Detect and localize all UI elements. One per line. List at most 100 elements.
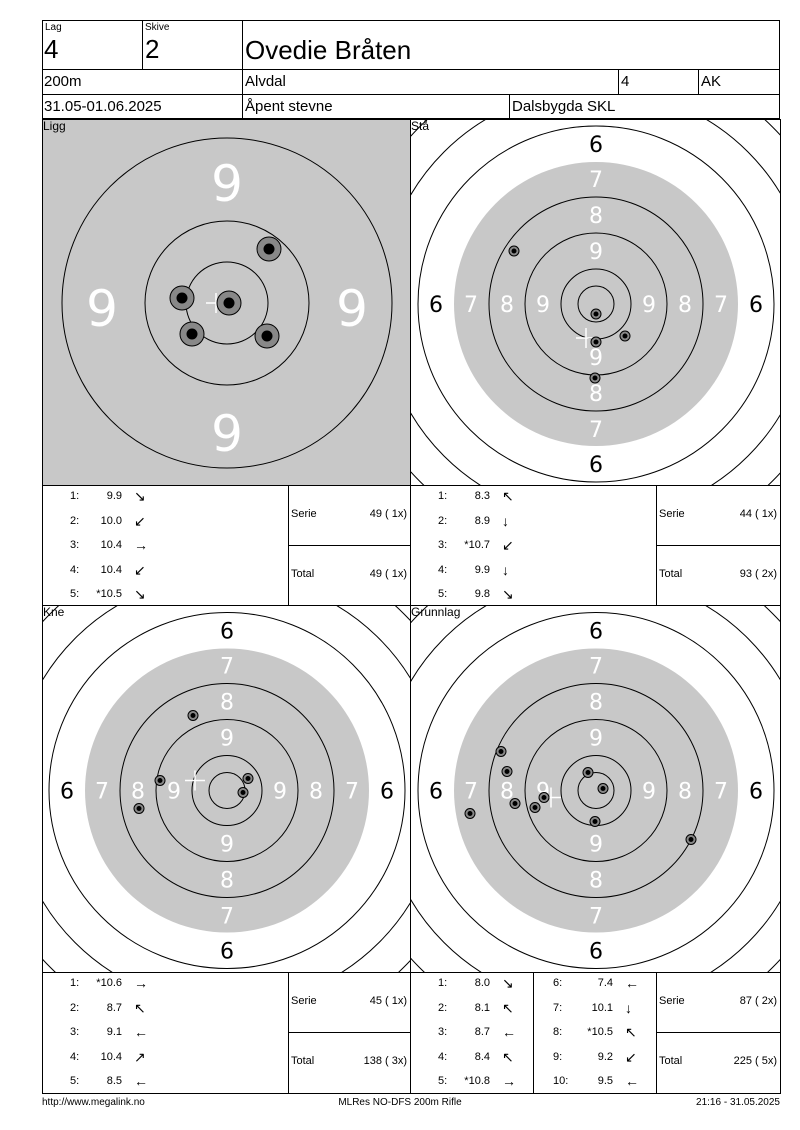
direction-arrow-icon: ↖: [502, 488, 514, 504]
shot-row: 1:*10.6→: [42, 974, 152, 992]
lag-label: Lag: [45, 22, 62, 33]
direction-arrow-icon: ↖: [502, 999, 514, 1016]
direction-arrow-icon: ←: [134, 1024, 148, 1040]
shot-score: 10.4: [100, 1050, 122, 1063]
shot-score: 7.4: [597, 977, 613, 989]
shot-score: 9.9: [474, 563, 490, 576]
shot-number: 2:: [70, 1001, 80, 1014]
ring-number: 6: [749, 780, 763, 805]
ring-number: 6: [589, 453, 603, 478]
direction-arrow-icon: ↖: [502, 1048, 514, 1065]
shot-hole: [590, 308, 602, 320]
ring-number: 7: [464, 780, 478, 805]
shot-number: 7:: [553, 1001, 563, 1014]
skive-value: 2: [145, 34, 160, 64]
serie-value: 49 ( 1x): [369, 508, 407, 520]
shooter-name: Ovedie Bråten: [245, 35, 412, 65]
direction-arrow-icon: ↙: [625, 1048, 637, 1065]
shot-hole: [590, 336, 602, 348]
shot-hole: [256, 236, 282, 262]
direction-arrow-icon: ←: [502, 1024, 516, 1040]
footer-url[interactable]: http://www.megalink.no: [42, 1097, 145, 1108]
club: Dalsbygda SKL: [512, 98, 616, 115]
ring-number: 7: [589, 418, 603, 443]
direction-arrow-icon: ↙: [134, 561, 146, 578]
class: AK: [701, 73, 722, 90]
shot-row: 1:9.9↘: [42, 487, 152, 505]
shot-score: 9.8: [474, 588, 490, 600]
shot-row: 5:8.5←: [42, 1072, 152, 1090]
shot-row: 4:8.4↖: [410, 1048, 520, 1066]
footer-timestamp: 21:16 - 31.05.2025: [696, 1097, 780, 1108]
shot-number: 1:: [70, 490, 80, 502]
shot-number: 10:: [553, 1075, 569, 1087]
direction-arrow-icon: ↓: [502, 512, 509, 529]
shot-number: 5:: [438, 588, 448, 600]
serie-label: Serie: [291, 508, 317, 520]
shot-hole: [154, 775, 166, 786]
shot-hole: [187, 710, 199, 721]
shot-hole: [501, 766, 513, 777]
shot-score: 9.2: [597, 1050, 613, 1063]
direction-arrow-icon: ←: [134, 1073, 148, 1089]
serie-label: Serie: [291, 995, 317, 1007]
ring-number: 6: [749, 293, 763, 318]
shot-score: 8.0: [474, 977, 490, 989]
shot-hole: [169, 285, 195, 311]
direction-arrow-icon: ↘: [134, 586, 146, 602]
shot-hole: [179, 321, 205, 347]
direction-arrow-icon: →: [134, 537, 148, 553]
shot-row: 8:*10.5↖: [533, 1023, 643, 1041]
shot-score: 8.9: [474, 514, 490, 527]
shot-hole: [464, 808, 476, 819]
ring-number: 9: [642, 293, 656, 318]
shot-number: 1:: [438, 490, 448, 502]
ring-number: 9: [273, 780, 287, 805]
shot-number: 9:: [553, 1050, 563, 1063]
ring-number: 6: [60, 780, 74, 805]
shot-score: 9.1: [106, 1026, 122, 1038]
shot-hole: [254, 323, 280, 349]
ring-number: 7: [95, 780, 109, 805]
shot-number: 4:: [70, 563, 80, 576]
ring-number: 8: [589, 204, 603, 229]
shot-score: 10.4: [100, 539, 122, 551]
shot-row: 10:9.5←: [533, 1072, 643, 1090]
shot-number: 5:: [70, 1075, 80, 1087]
shot-score: *10.5: [587, 1026, 613, 1038]
ring-number: 9: [536, 293, 550, 318]
shot-score: *10.5: [96, 588, 122, 600]
shot-score: *10.7: [464, 539, 490, 551]
ring-number: 9: [86, 280, 118, 338]
shot-row: 6:7.4←: [533, 974, 643, 992]
direction-arrow-icon: ↓: [502, 561, 509, 578]
ring-number: 9: [211, 405, 243, 463]
ring-number: 7: [714, 780, 728, 805]
ring-number: 9: [589, 346, 603, 371]
shot-number: 5:: [438, 1075, 448, 1087]
direction-arrow-icon: ↖: [134, 999, 146, 1016]
ring-number: 7: [464, 293, 478, 318]
serie-value: 45 ( 1x): [369, 995, 407, 1007]
shot-row: 4:9.9↓: [410, 561, 520, 579]
total-label: Total: [291, 568, 315, 580]
direction-arrow-icon: →: [502, 1073, 516, 1089]
shot-number: 4:: [438, 1050, 448, 1063]
ring-number: 8: [589, 869, 603, 894]
ring-number: 9: [220, 727, 234, 752]
serie-value: 44 ( 1x): [739, 508, 777, 520]
shot-row: 2:8.1↖: [410, 999, 520, 1017]
total-value: 93 ( 2x): [739, 568, 777, 580]
ring-number: 6: [589, 940, 603, 965]
shot-hole: [589, 816, 601, 827]
shot-row: 5:9.8↘: [410, 585, 520, 603]
shot-number: 3:: [70, 1026, 80, 1038]
class-number: 4: [621, 73, 630, 90]
ring-number: 8: [678, 293, 692, 318]
ring-number: 8: [220, 691, 234, 716]
